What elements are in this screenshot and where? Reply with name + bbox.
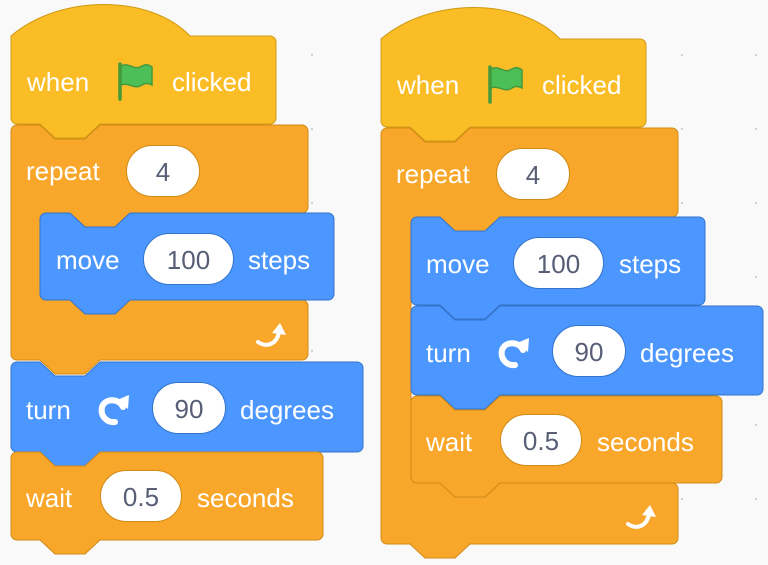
green-flag-icon [118,62,153,101]
hat-clicked-label: clicked [542,70,622,100]
repeat-label: repeat [396,159,470,189]
turn-unit-label: degrees [640,338,734,368]
move-label: move [426,249,490,279]
repeat-count-input[interactable]: 4 [496,148,570,200]
wait-label: wait [26,483,73,513]
rotate-right-icon [98,395,129,426]
move-unit-label: steps [248,245,311,275]
loop-arrow-icon [256,323,286,347]
wait-seconds-input[interactable]: 0.5 [500,414,582,466]
move-steps-input[interactable]: 100 [143,233,234,285]
turn-unit-label: degrees [240,395,334,425]
move-label: move [56,245,120,275]
move-steps-input[interactable]: 100 [513,237,604,289]
wait-unit-label: seconds [597,427,694,457]
loop-arrow-icon [626,505,656,529]
repeat-count-input[interactable]: 4 [126,145,200,197]
move-unit-label: steps [619,249,682,279]
wait-unit-label: seconds [197,483,294,513]
turn-label: turn [26,395,71,425]
turn-degrees-input[interactable]: 90 [152,382,226,434]
turn-label: turn [426,338,471,368]
wait-seconds-input[interactable]: 0.5 [100,470,182,522]
green-flag-icon [488,65,523,104]
repeat-label: repeat [26,156,100,186]
hat-clicked-label: clicked [172,67,252,97]
hat-when-label: when [27,67,90,97]
wait-label: wait [426,427,473,457]
turn-degrees-input[interactable]: 90 [552,325,626,377]
hat-when-label: when [397,70,460,100]
rotate-right-icon [498,338,529,369]
